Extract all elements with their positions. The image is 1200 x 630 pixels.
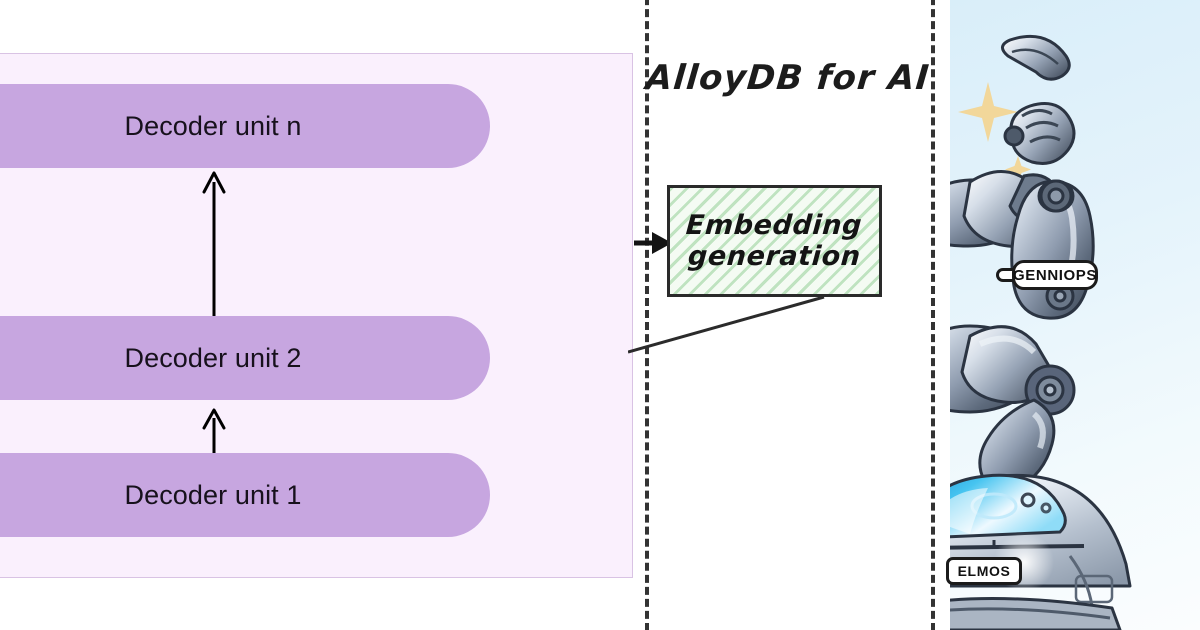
right-panel xyxy=(950,0,1200,630)
decoder-unit-2: Decoder unit 2 xyxy=(0,316,490,400)
arrow-unit-2-to-unit-n xyxy=(199,168,229,316)
decoder-unit-n: Decoder unit n xyxy=(0,84,490,168)
decoder-unit-1-label: Decoder unit 1 xyxy=(124,480,301,511)
left-panel: Decoder unit n Decoder unit 2 Decoder un… xyxy=(0,0,634,630)
decoder-unit-1: Decoder unit 1 xyxy=(0,453,490,537)
robot-lower-name-tag: ELMOS xyxy=(946,557,1022,585)
decoder-stack-diagram: Decoder unit n Decoder unit 2 Decoder un… xyxy=(0,53,633,578)
embedding-box-line-2: generation xyxy=(687,242,862,271)
robot-upper-name-tag: GENNIOPS xyxy=(1012,260,1098,290)
embedding-generation-box: Embedding generation xyxy=(667,185,882,297)
robot-illustration xyxy=(950,0,1200,630)
decoder-unit-2-label: Decoder unit 2 xyxy=(124,343,301,374)
arrow-unit-1-to-unit-2 xyxy=(199,406,229,453)
alloydb-title: AlloyDB for AI xyxy=(644,58,937,98)
decoder-unit-n-label: Decoder unit n xyxy=(124,111,301,142)
leader-line-from-embedding-box xyxy=(628,294,828,356)
embedding-box-line-1: Embedding xyxy=(685,211,863,240)
